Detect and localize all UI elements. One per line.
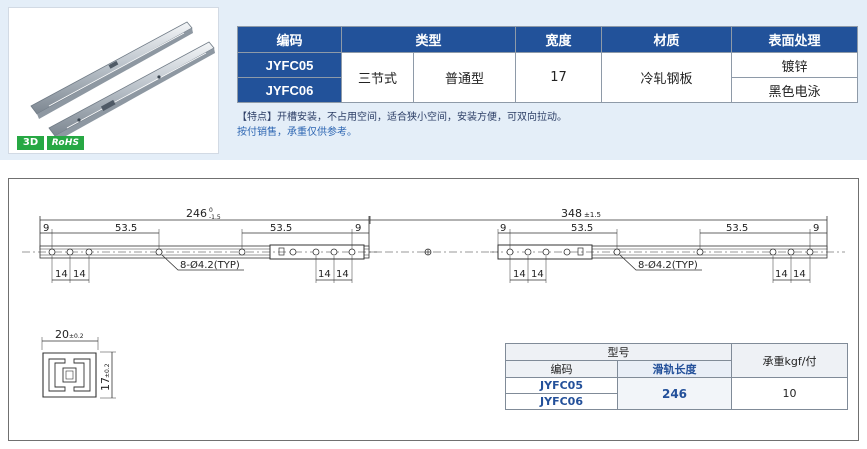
load-code-cell: JYFC06: [505, 393, 618, 410]
left-dim-9-b: 9: [355, 223, 361, 234]
right-small-dim: 14: [775, 269, 788, 280]
load-header-load: 承重kgf/付: [731, 343, 848, 378]
spec-row-2: JYFC06 黑色电泳: [237, 77, 859, 103]
spec-header-row: 编码 类型 宽度 材质 表面处理: [237, 26, 859, 53]
left-dim-53-b: 53.5: [270, 223, 292, 234]
spec-finish-cell: 黑色电泳: [731, 77, 859, 103]
left-dim-53-a: 53.5: [115, 223, 137, 234]
load-row-1: JYFC05 246 10: [505, 377, 848, 410]
spec-row-1: JYFC05 三节式 普通型 17 冷轧钢板 镀锌: [237, 52, 859, 103]
right-small-dim: 14: [513, 269, 526, 280]
left-length-tol-lower: -1.5: [209, 214, 221, 221]
spec-header-type: 类型: [340, 26, 517, 53]
spec-code-cell: JYFC06: [237, 77, 342, 103]
right-small-dim: 14: [531, 269, 544, 280]
right-dim-9-b: 9: [813, 223, 819, 234]
load-header-model: 型号: [505, 343, 732, 361]
left-dim-9-a: 9: [43, 223, 49, 234]
section-height-tol: ±0.2: [104, 363, 111, 378]
rohs-badge: RoHS: [47, 136, 84, 150]
left-small-dim: 14: [318, 269, 331, 280]
load-row-2: JYFC06: [505, 393, 848, 410]
left-small-dim: 14: [73, 269, 86, 280]
load-value-cell: 10: [731, 377, 848, 410]
load-code-cell: JYFC05: [505, 377, 618, 394]
spec-code-cell: JYFC05: [237, 52, 342, 78]
right-small-dim: 14: [793, 269, 806, 280]
right-hole-note: 8-Ø4.2(TYP): [638, 259, 698, 271]
left-small-dim: 14: [55, 269, 68, 280]
load-rail-length-cell: 246: [617, 377, 732, 410]
left-small-dim: 14: [336, 269, 349, 280]
spec-subtype-cell: 普通型: [412, 52, 517, 103]
section-width-tol: ±0.2: [69, 333, 84, 340]
spec-header-finish: 表面处理: [731, 26, 859, 53]
left-length-label: 246: [186, 207, 207, 220]
feature-note: 【特点】开槽安装，不占用空间，适合狭小空间，安装方便，可双向拉动。: [237, 112, 567, 123]
left-length-tol-upper: 0: [209, 207, 213, 214]
section-height-label: 17: [99, 377, 112, 391]
load-header-row: 型号 承重kgf/付: [505, 343, 848, 378]
left-hole-note: 8-Ø4.2(TYP): [180, 259, 240, 271]
3d-badge: 3D: [17, 136, 44, 150]
right-length-tol: ±1.5: [584, 211, 601, 219]
load-header-code: 编码: [505, 360, 618, 378]
load-table: 型号 承重kgf/付 编码 滑轨长度 JYFC05 246 10 JYFC06: [505, 343, 848, 410]
spec-material-cell: 冷轧钢板: [601, 52, 733, 103]
load-header-rail-length: 滑轨长度: [617, 360, 732, 378]
right-dim-53-a: 53.5: [571, 223, 593, 234]
section-width-label: 20: [55, 328, 69, 341]
spec-table: 编码 类型 宽度 材质 表面处理 JYFC05 三节式 普通型 17 冷轧钢板 …: [237, 26, 859, 103]
slide-rail-image: [30, 21, 215, 141]
spec-header-material: 材质: [601, 26, 733, 53]
right-dim-9-a: 9: [500, 223, 506, 234]
spec-width-cell: 17: [515, 52, 603, 103]
spec-header-width: 宽度: [515, 26, 603, 53]
load-subheader-row: 编码 滑轨长度: [505, 360, 848, 378]
sales-note: 按付销售，承重仅供参考。: [237, 127, 357, 138]
spec-header-code: 编码: [237, 26, 342, 53]
right-length-label: 348: [561, 207, 582, 220]
right-dim-53-b: 53.5: [726, 223, 748, 234]
spec-type-cell: 三节式: [341, 52, 414, 103]
product-photo: 3D RoHS: [8, 7, 219, 154]
spec-finish-cell: 镀锌: [731, 52, 859, 78]
